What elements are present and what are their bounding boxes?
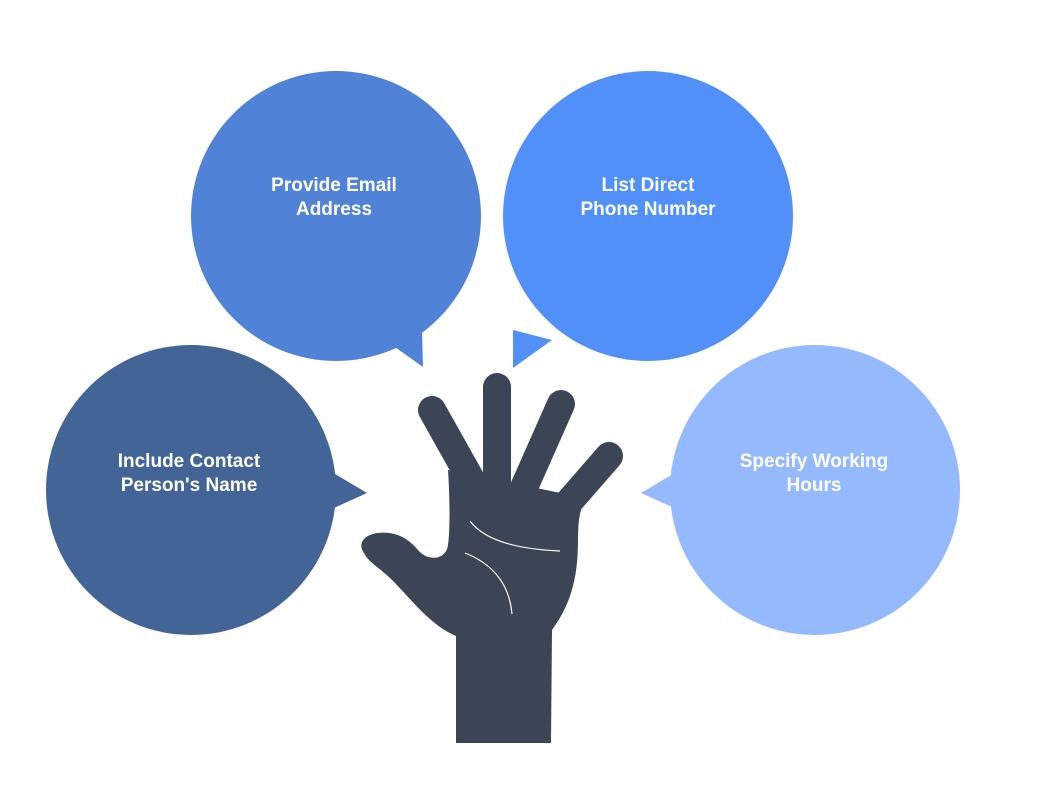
bubble-name-label: Include Contact Person's Name [69,450,309,498]
label-line: Person's Name [120,475,258,496]
label-line: Specify Working [739,451,889,472]
label-line: Address [295,199,373,220]
hand-icon [361,373,623,743]
label-line: List Direct [601,175,695,196]
label-line: Include Contact [117,451,261,472]
bubble-phone-label: List Direct Phone Number [528,174,768,222]
bubble-name [46,345,367,635]
bubble-email [191,71,481,367]
palm-line-heart [469,520,561,552]
label-line: Provide Email [271,175,397,196]
label-line: Hours [786,475,842,496]
palm-line-life [464,552,513,615]
label-line: Phone Number [580,199,716,220]
bubble-phone [503,71,793,368]
bubble-email-label: Provide Email Address [214,174,454,222]
bubble-hours-label: Specify Working Hours [694,450,934,498]
bubble-hours [641,345,960,635]
